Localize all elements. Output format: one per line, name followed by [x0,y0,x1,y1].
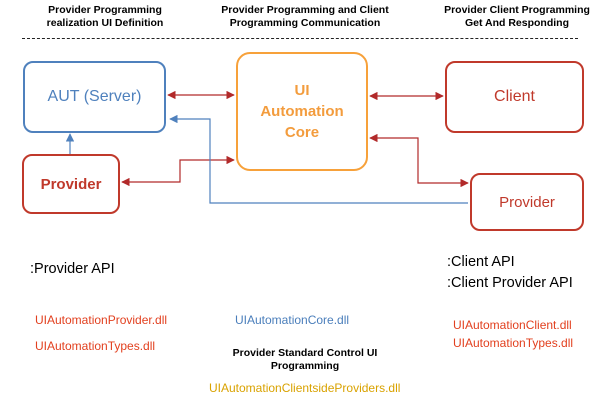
client-api-label: :Client API [447,254,515,270]
header-left-line-1: Provider Programming [48,4,162,16]
provider-left-label: Provider [40,175,102,193]
header-center: Provider Programming and Client Programm… [210,4,400,30]
header-left: Provider Programming realization UI Defi… [30,4,180,30]
header-right-line-1: Provider Client Programming [444,4,590,16]
standard-control-line-1: Provider Standard Control UI [232,347,378,359]
standard-control-line-2: Programming [270,360,340,372]
clientside-providers-dll-label: UIAutomationClientsideProviders.dll [209,381,401,395]
aut-server-label: AUT (Server) [47,88,142,105]
client-box: Client [445,61,584,133]
provider-right-box: Provider [470,173,584,231]
arrow-core-provider-right [369,133,469,188]
client-dll-label: UIAutomationClient.dll [453,318,572,332]
header-right: Provider Client Programming Get And Resp… [432,4,602,30]
ui-core-label-line-3: Core [284,124,320,141]
client-provider-api-label: :Client Provider API [447,275,573,291]
header-divider [22,38,578,39]
header-center-line-1: Provider Programming and Client [221,4,389,16]
types-dll-left-label: UIAutomationTypes.dll [35,339,156,353]
core-dll-label: UIAutomationCore.dll [235,313,350,327]
ui-automation-core-box: UI Automation Core [236,52,368,171]
provider-left-box: Provider [22,154,120,214]
arrow-provider-right-to-aut [169,114,468,204]
types-dll-right-label: UIAutomationTypes.dll [453,336,574,350]
ui-core-label-line-1: UI [294,82,310,99]
header-left-line-2: realization UI Definition [46,17,164,29]
arrow-provider-left-core [121,155,235,187]
client-label: Client [494,88,535,105]
header-center-line-2: Programming Communication [229,17,381,29]
aut-server-box: AUT (Server) [23,61,166,133]
provider-dll-label: UIAutomationProvider.dll [35,313,168,327]
header-right-line-2: Get And Responding [464,17,570,29]
ui-core-label-line-2: Automation [260,103,344,120]
provider-right-label: Provider [499,193,555,211]
standard-control-label: Provider Standard Control UI Programming [225,347,385,373]
provider-api-label: :Provider API [30,261,115,277]
